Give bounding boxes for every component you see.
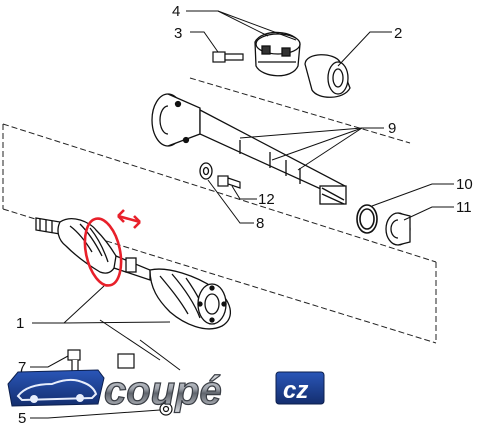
coupe-logo-watermark: coupé cz bbox=[7, 368, 325, 414]
callout-8: 8 bbox=[256, 215, 264, 232]
callout-2: 2 bbox=[394, 25, 402, 42]
highlight-marker bbox=[83, 209, 141, 287]
part-9-shaft bbox=[151, 93, 347, 205]
part-8-washer bbox=[199, 162, 213, 180]
logo-country-badge: cz bbox=[275, 371, 325, 405]
leader-lines bbox=[30, 10, 454, 419]
callout-1: 1 bbox=[16, 315, 24, 332]
part-bracket bbox=[117, 353, 135, 369]
highlight-circle bbox=[83, 217, 123, 287]
callout-labels: 4 3 2 9 10 12 11 8 1 7 5 bbox=[16, 3, 473, 423]
callout-10: 10 bbox=[456, 176, 473, 193]
logo-badge-text: cz bbox=[283, 377, 308, 404]
callout-4: 4 bbox=[172, 3, 180, 20]
car-silhouette-icon bbox=[7, 369, 105, 407]
part-12-bolt bbox=[217, 175, 241, 189]
part-1-drive-shaft bbox=[35, 217, 232, 330]
logo-wordmark: coupé bbox=[104, 369, 222, 413]
part-4-housing bbox=[254, 31, 301, 77]
part-3-bolt bbox=[212, 51, 244, 63]
highlight-arrow-left-head bbox=[117, 209, 125, 223]
part-11-seal bbox=[385, 212, 411, 246]
part-10-snap-ring bbox=[356, 204, 378, 234]
callout-11: 11 bbox=[456, 199, 472, 216]
highlight-arrow-right-head bbox=[133, 215, 141, 229]
highlight-arrow-shaft bbox=[117, 214, 141, 224]
callout-3: 3 bbox=[174, 25, 182, 42]
callout-7: 7 bbox=[18, 359, 26, 376]
part-5-nut bbox=[159, 402, 173, 416]
callout-12: 12 bbox=[258, 191, 275, 208]
callout-5: 5 bbox=[18, 410, 26, 423]
callout-9: 9 bbox=[388, 120, 396, 137]
